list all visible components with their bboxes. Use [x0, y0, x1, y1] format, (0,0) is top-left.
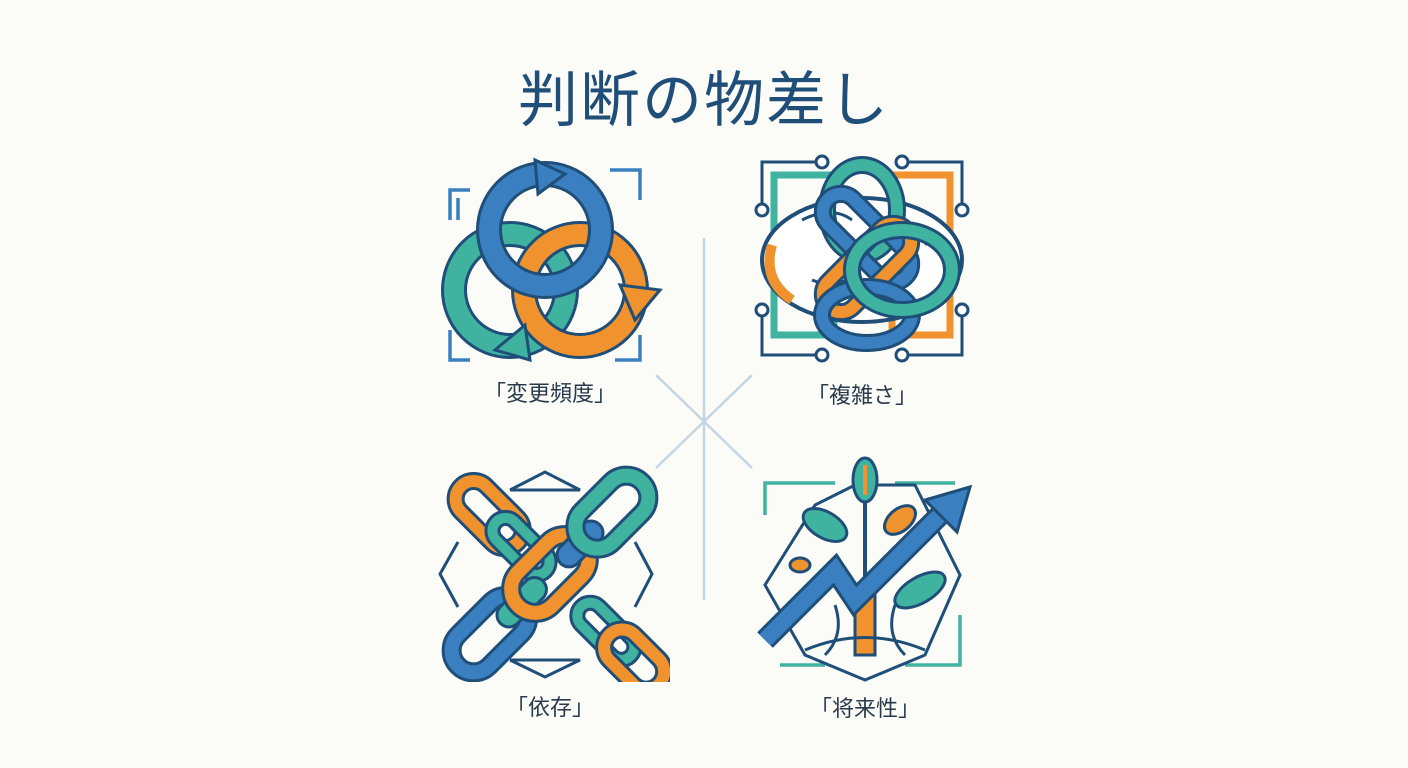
quadrant-change-frequency: 「変更頻度」	[430, 150, 670, 407]
cycle-arrows-icon	[441, 157, 663, 363]
chain-links-icon	[438, 465, 670, 682]
page-title: 判断の物差し	[518, 66, 890, 136]
quadrant-label: 「複雑さ」	[806, 384, 917, 409]
brain-knot-icon	[754, 154, 970, 363]
quadrant-complexity: 「複雑さ」	[742, 150, 982, 409]
quadrant-future-potential: 「将来性」	[745, 455, 985, 722]
quadrant-label: 「依存」	[505, 696, 594, 721]
quadrant-label: 「将来性」	[809, 697, 920, 722]
growth-plant-arrow-icon	[757, 456, 973, 682]
quadrant-label: 「変更頻度」	[483, 382, 616, 407]
quadrant-dependency: 「依存」	[430, 462, 670, 721]
